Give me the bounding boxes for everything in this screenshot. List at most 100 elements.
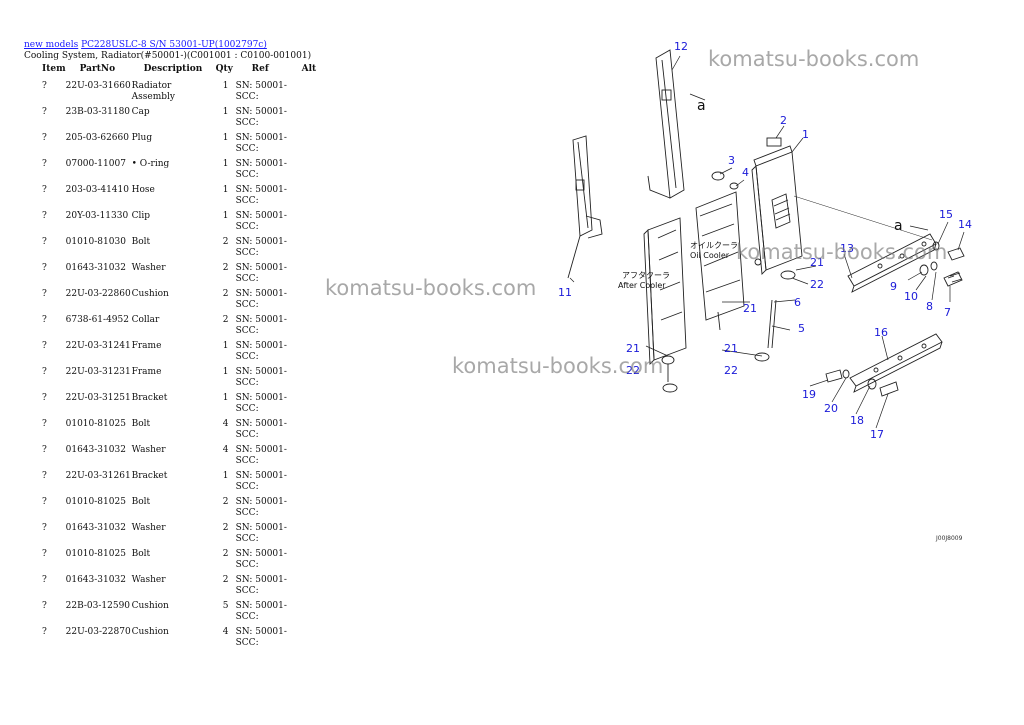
cell-qty: 5	[222, 601, 229, 611]
cell-item: ?	[42, 263, 47, 273]
cell-qty: 1	[222, 81, 229, 91]
cell-alt	[302, 601, 317, 627]
aftercooler-label-en: After Cooler	[618, 281, 666, 290]
bracket-11-drawing	[567, 135, 603, 279]
cell-alt	[302, 575, 317, 601]
cell-qty: 1	[222, 471, 229, 481]
cell-ref: SN: 50001-SCC:	[235, 497, 287, 518]
callout-15[interactable]: 15	[939, 208, 953, 221]
cell-alt	[302, 341, 317, 367]
cell-partno: 22U-03-22870	[65, 627, 131, 637]
callout-12[interactable]: 12	[674, 40, 688, 53]
callout-21-b[interactable]: 21	[743, 302, 757, 315]
cell-partno: 6738-61-4952	[65, 315, 129, 325]
cell-item: ?	[42, 601, 47, 611]
cell-desc: • O-ring	[131, 159, 170, 169]
cell-alt	[302, 159, 317, 185]
cell-partno: 203-03-41410	[65, 185, 129, 195]
cell-qty: 2	[222, 523, 229, 533]
callout-18[interactable]: 18	[850, 414, 864, 427]
cell-qty: 2	[222, 315, 229, 325]
label-a-right: a	[894, 218, 903, 234]
cell-alt	[302, 185, 317, 211]
callout-1[interactable]: 1	[802, 128, 809, 141]
cell-desc: Washer	[131, 523, 166, 533]
cell-alt	[302, 445, 317, 471]
cell-desc: Washer	[131, 445, 166, 455]
callout-9[interactable]: 9	[890, 280, 897, 293]
cell-qty: 1	[222, 159, 229, 169]
cell-desc: Bolt	[131, 237, 151, 247]
cell-ref: SN: 50001-SCC:	[235, 315, 287, 336]
callout-13[interactable]: 13	[840, 242, 854, 255]
cell-partno: 01643-31032	[65, 445, 126, 455]
cell-desc: Cushion	[131, 289, 169, 299]
callout-3[interactable]: 3	[728, 154, 735, 167]
callout-22-a[interactable]: 22	[810, 278, 824, 291]
bracket-12-drawing	[647, 49, 706, 199]
cell-item: ?	[42, 341, 47, 351]
cell-partno: 23B-03-31180	[65, 107, 131, 117]
callout-22-c[interactable]: 22	[626, 364, 640, 377]
cell-partno: 205-03-62660	[65, 133, 129, 143]
cell-ref: SN: 50001-SCC:	[235, 367, 287, 388]
callout-5[interactable]: 5	[798, 322, 805, 335]
cell-partno: 22U-03-31241	[65, 341, 131, 351]
cell-alt	[302, 627, 317, 653]
aftercooler-label-jp: アフタクーラ	[622, 271, 670, 280]
cell-qty: 1	[222, 211, 229, 221]
cell-item: ?	[42, 133, 47, 143]
cell-desc: Frame	[131, 367, 162, 377]
callout-2[interactable]: 2	[780, 114, 787, 127]
callout-22-d[interactable]: 22	[724, 364, 738, 377]
callout-10[interactable]: 10	[904, 290, 918, 303]
callout-4[interactable]: 4	[742, 166, 749, 179]
cell-partno: 22U-03-31251	[65, 393, 131, 403]
leader-lines	[569, 55, 965, 429]
header-ref: Ref	[251, 64, 269, 74]
cell-desc: Washer	[131, 575, 166, 585]
callout-19[interactable]: 19	[802, 388, 816, 401]
breadcrumb-link-model[interactable]: PC228USLC-8 S/N 53001-UP(1002797c)	[81, 40, 267, 50]
cell-qty: 1	[222, 185, 229, 195]
callout-21-d[interactable]: 21	[724, 342, 738, 355]
cell-partno: 22U-03-31261	[65, 471, 131, 481]
callout-14[interactable]: 14	[958, 218, 972, 231]
callout-17[interactable]: 17	[870, 428, 884, 441]
drawing-code: J00J8009	[935, 535, 963, 542]
parts-list-panel: new models PC228USLC-8 S/N 53001-UP(1002…	[24, 40, 324, 653]
cell-item: ?	[42, 471, 47, 481]
callout-7[interactable]: 7	[944, 306, 951, 319]
cell-desc: Radiator Assembly	[131, 81, 175, 102]
cell-ref: SN: 50001-SCC:	[235, 81, 287, 102]
breadcrumb-link-new-models[interactable]: new models	[24, 40, 79, 50]
cell-qty: 4	[222, 627, 229, 637]
cell-qty: 4	[222, 445, 229, 455]
callout-21-a[interactable]: 21	[810, 256, 824, 269]
cell-item: ?	[42, 497, 47, 507]
cell-ref: SN: 50001-SCC:	[235, 627, 287, 648]
header-description: Description	[143, 64, 203, 74]
callout-21-c[interactable]: 21	[626, 342, 640, 355]
callout-6[interactable]: 6	[794, 296, 801, 309]
label-a-left: a	[697, 98, 706, 114]
cell-alt	[302, 419, 317, 445]
callout-20[interactable]: 20	[824, 402, 838, 415]
cell-item: ?	[42, 523, 47, 533]
callout-11[interactable]: 11	[558, 286, 572, 299]
cell-alt	[302, 497, 317, 523]
cell-partno: 01010-81025	[65, 549, 126, 559]
callout-16[interactable]: 16	[874, 326, 888, 339]
cell-item: ?	[42, 627, 47, 637]
cell-item: ?	[42, 315, 47, 325]
callout-8[interactable]: 8	[926, 300, 933, 313]
